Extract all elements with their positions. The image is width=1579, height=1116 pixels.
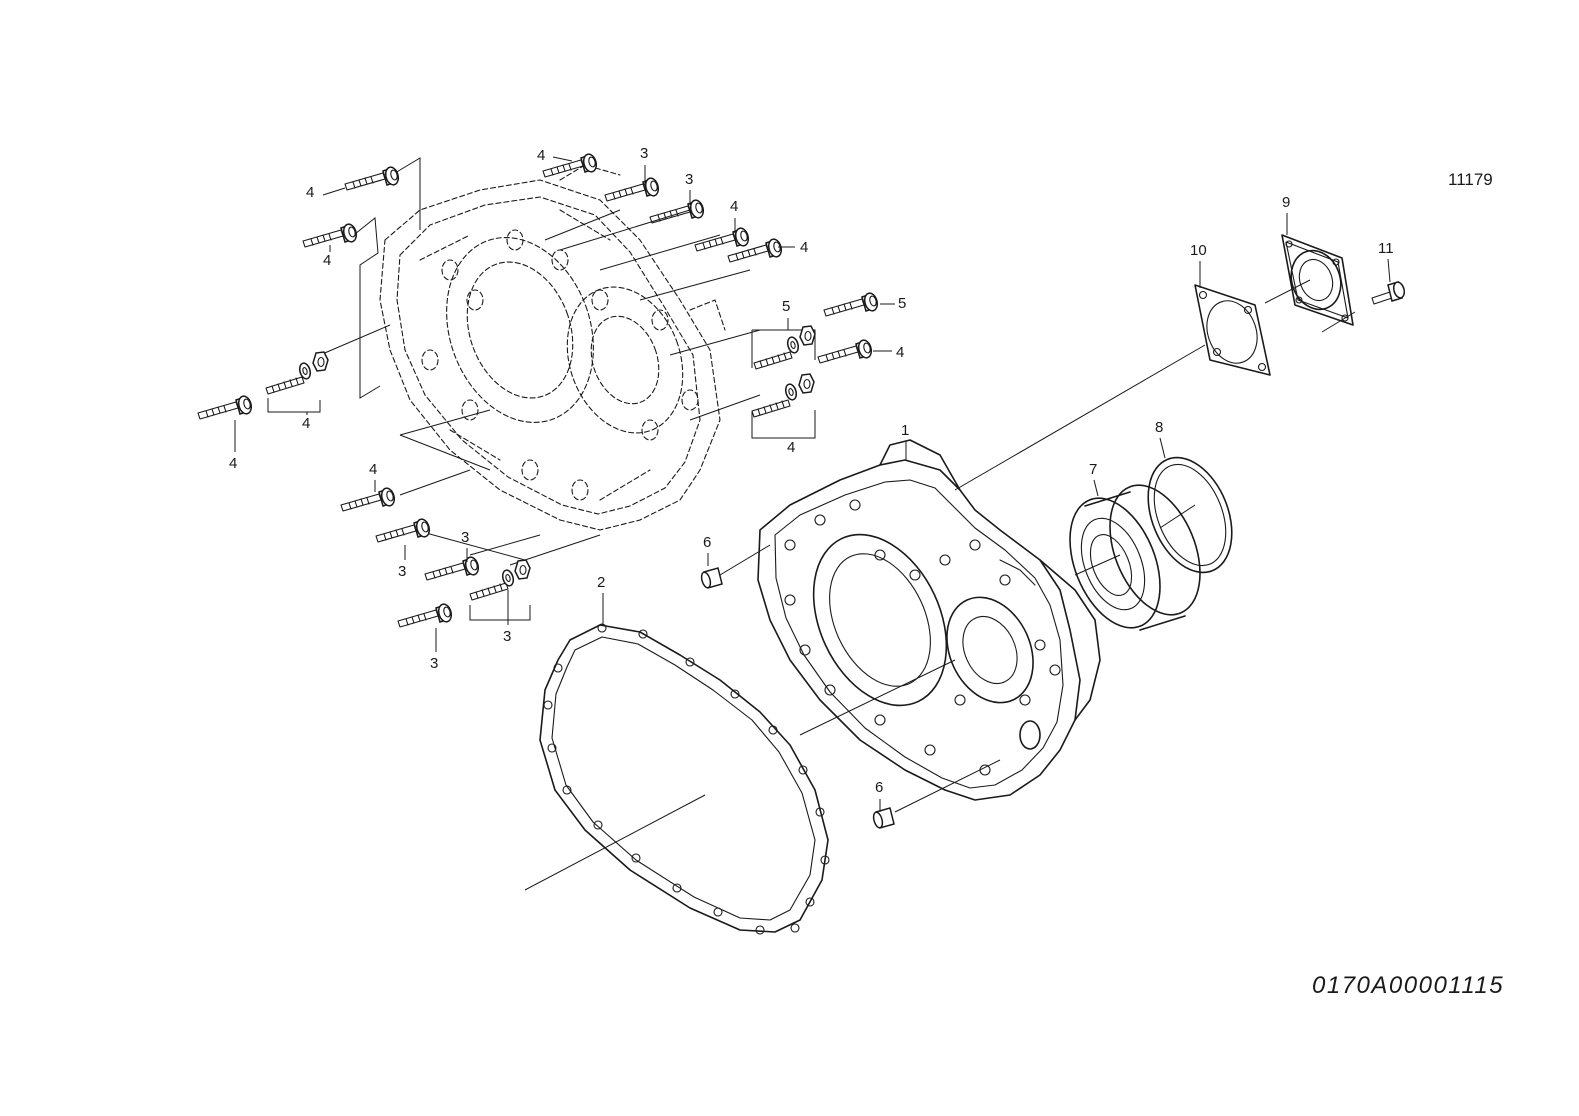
fastener-leader-lines: [267, 157, 816, 621]
callout-6: 6: [703, 534, 711, 551]
callout-4: 4: [369, 461, 377, 478]
bolt-icon: [397, 601, 454, 628]
callout-ticks: [234, 156, 1391, 812]
bolt-icon: [375, 516, 432, 543]
stud-icon: [469, 582, 509, 601]
bearing-cover: [1264, 234, 1356, 333]
bolt-icon: [817, 337, 874, 364]
cover-screw: [1371, 281, 1406, 305]
callout-4: 4: [229, 455, 237, 472]
seal-ring: [1147, 456, 1233, 574]
nut-icon: [312, 351, 329, 372]
callout-4: 4: [306, 184, 314, 201]
cover-gasket: [1194, 284, 1271, 376]
callout-3: 3: [685, 171, 693, 188]
drawing-code: 11179: [1448, 170, 1493, 189]
callout-4: 4: [730, 198, 738, 215]
dowel-pin-icon: [871, 807, 895, 830]
bolt-icon: [694, 225, 751, 252]
callout-4: 4: [896, 344, 904, 361]
callout-8: 8: [1155, 419, 1163, 436]
callout-10: 10: [1190, 242, 1207, 259]
callout-4: 4: [787, 439, 795, 456]
callout-9: 9: [1282, 194, 1290, 211]
callout-3: 3: [503, 628, 511, 645]
callout-11: 11: [1378, 240, 1394, 257]
stud-icon: [753, 351, 793, 370]
dowel-pin-icon: [699, 567, 723, 590]
flywheel-housing-phantom: [379, 164, 726, 531]
callout-4: 4: [302, 415, 310, 432]
bolt-icon: [823, 290, 880, 317]
ball-bearing: [1069, 484, 1201, 631]
callout-7: 7: [1089, 461, 1097, 478]
callout-1: 1: [901, 422, 909, 439]
bolt-icon: [344, 164, 401, 191]
catalog-code: 0170A00001115: [1312, 972, 1505, 999]
nut-icon: [798, 373, 815, 394]
callout-2: 2: [597, 574, 605, 591]
bolt-icon: [604, 175, 661, 202]
transmission-housing: [757, 344, 1206, 801]
callout-4: 4: [800, 239, 808, 256]
stud-icon: [751, 399, 791, 418]
callout-6: 6: [875, 779, 883, 796]
callout-labels: 1 2 3 3 3 3 3 3 4 4 4 4 4 4 4 4 4 4 4 5 …: [229, 145, 1394, 796]
washer-icon: [783, 382, 799, 402]
stud-icon: [265, 376, 305, 395]
callout-5: 5: [898, 295, 906, 312]
nut-icon: [799, 325, 816, 346]
washer-icon: [785, 335, 801, 355]
bolt-icon: [424, 554, 481, 581]
callout-4: 4: [537, 147, 545, 164]
bolt-icon: [340, 485, 397, 512]
callout-4: 4: [323, 252, 331, 269]
bolt-icon: [302, 221, 359, 248]
callout-3: 3: [398, 563, 406, 580]
bolt-icon: [197, 393, 254, 420]
nut-icon: [514, 559, 531, 580]
callout-3: 3: [640, 145, 648, 162]
callout-3: 3: [430, 655, 438, 672]
callout-5: 5: [782, 298, 790, 315]
callout-3: 3: [461, 529, 469, 546]
gasket: [524, 623, 830, 935]
